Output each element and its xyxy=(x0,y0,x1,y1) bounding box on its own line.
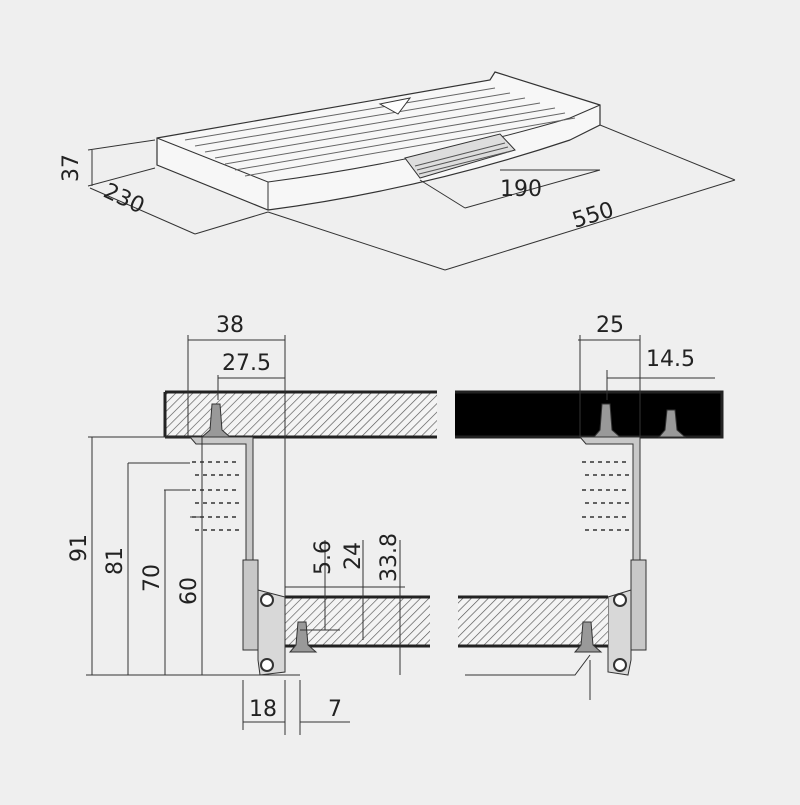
dim-14-5: 14.5 xyxy=(646,347,695,372)
dim-38: 38 xyxy=(216,313,244,338)
screw-icon xyxy=(592,403,622,438)
dim-5-6: 5.6 xyxy=(311,540,336,575)
screw-icon xyxy=(657,409,687,438)
screw-icon xyxy=(288,621,318,653)
dim-60: 60 xyxy=(177,577,202,605)
dim-height: 37 xyxy=(59,154,84,182)
dim-depth: 230 xyxy=(99,179,148,219)
dim-33-8: 33.8 xyxy=(377,533,402,582)
dim-27-5: 27.5 xyxy=(222,351,271,376)
right-section-detail: 25 14.5 xyxy=(455,313,724,700)
drawer-slats xyxy=(184,87,576,177)
dim-91: 91 xyxy=(67,534,92,562)
dim-70: 70 xyxy=(140,564,165,592)
dim-handle: 190 xyxy=(500,177,542,202)
dim-81: 81 xyxy=(103,547,128,575)
left-section-detail: 38 27.5 91 81 70 60 5.6 24 33.8 18 7 xyxy=(67,313,437,735)
screw-icon xyxy=(573,621,603,653)
dim-width: 550 xyxy=(569,198,616,234)
dim-18: 18 xyxy=(249,697,277,722)
drawer-isometric: 37 230 190 550 xyxy=(59,71,736,271)
screw-icon xyxy=(200,403,232,438)
dim-25: 25 xyxy=(596,313,624,338)
dim-7: 7 xyxy=(328,697,342,722)
dim-24: 24 xyxy=(341,542,366,570)
